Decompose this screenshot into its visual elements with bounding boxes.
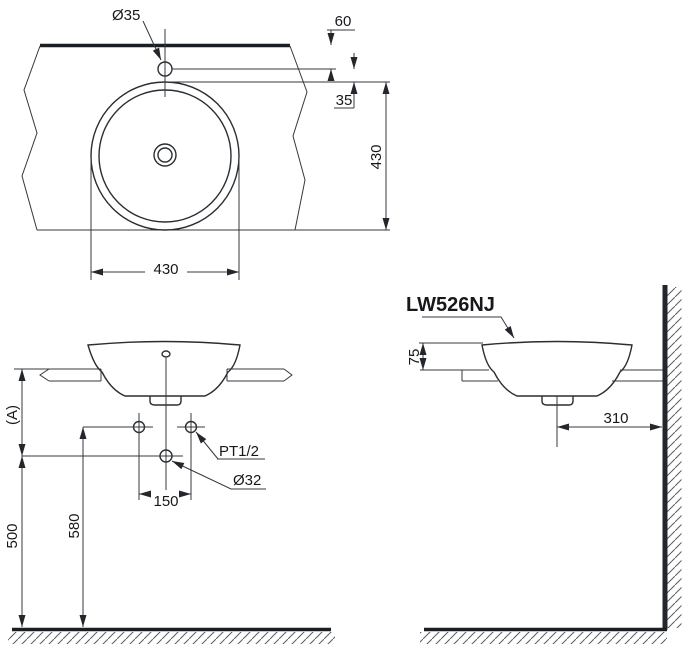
counter-break-right (283, 368, 293, 382)
dim-580-label: 580 (66, 513, 83, 538)
dim-150-label: 150 (153, 493, 178, 510)
dim-60-label: 60 (335, 13, 352, 30)
supply-thread-leader (196, 432, 265, 460)
dim-430v-label: 430 (368, 144, 385, 169)
overflow-hole (161, 350, 171, 358)
dim-310-label: 310 (603, 410, 628, 427)
basin-body (87, 340, 241, 397)
basin-body-side (481, 340, 633, 397)
dim-500-label: 500 (4, 523, 21, 548)
faucet-dia-leader (142, 20, 162, 61)
basin-outer-rim (90, 81, 240, 231)
supply-hole-crosshairs (125, 413, 205, 441)
basin-inner-rim (98, 89, 232, 223)
supply-thread-label: PT1/2 (219, 443, 259, 460)
counter-break-left (39, 368, 50, 382)
drain-outer-circle (153, 143, 177, 167)
front-view: (A) 500 580 150 PT1/2 Ø32 (4, 340, 335, 644)
drain-stub-side (541, 396, 574, 406)
drain-inner-circle (157, 147, 173, 163)
drain-dia-leader (171, 460, 266, 490)
wall-hatching (667, 287, 682, 628)
side-view: 75 310 LW526NJ (406, 285, 682, 644)
dim-A-label: (A) (4, 405, 21, 425)
dim-75-label: 75 (406, 349, 423, 366)
dim-35-label: 35 (336, 92, 353, 109)
product-code-leader (422, 316, 515, 339)
drain-dia-label: Ø32 (233, 472, 261, 489)
faucet-dia-label: Ø35 (112, 7, 140, 24)
countertop-break-line-left (21, 45, 41, 231)
counter-hole-edges (100, 369, 228, 381)
dim-150-extensions (138, 437, 192, 500)
floor-hatching-front (8, 632, 335, 644)
plan-view: 60 35 430 430 Ø35 (21, 7, 390, 280)
product-code-label: LW526NJ (406, 294, 495, 316)
dim-430h-label: 430 (153, 261, 178, 278)
floor-hatching-side (420, 632, 667, 644)
countertop-break-line-right (289, 45, 308, 231)
